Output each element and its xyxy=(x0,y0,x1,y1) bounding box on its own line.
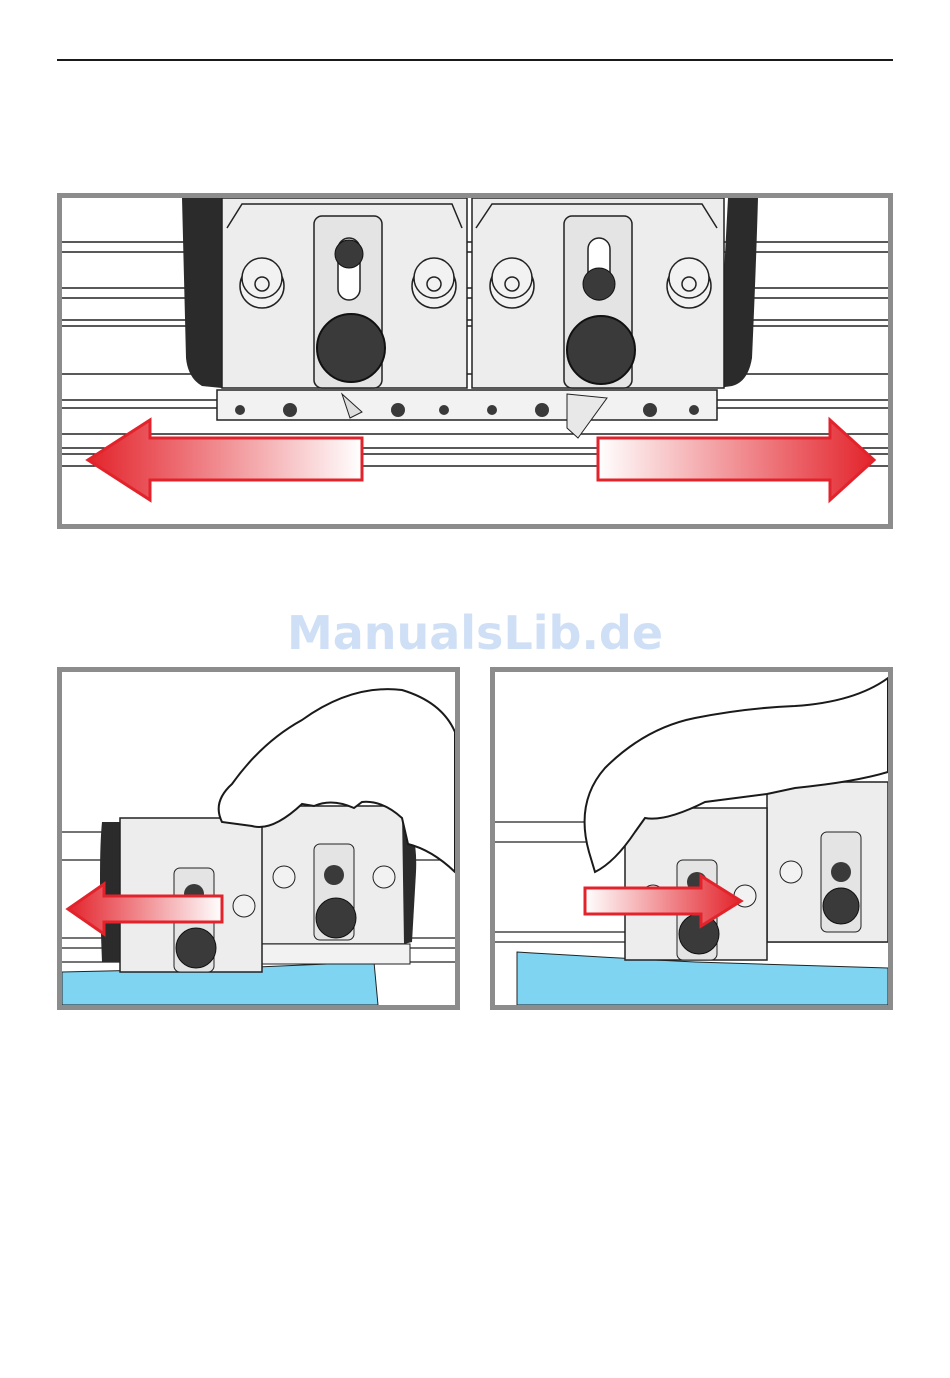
watermark: ManualsLib.de xyxy=(0,606,950,660)
hand-slide-left-illustration xyxy=(62,672,455,1005)
hand-slide-right-illustration xyxy=(495,672,888,1005)
figure-slide-head-left xyxy=(57,667,460,1010)
arrow-right-icon xyxy=(598,420,874,500)
figure-slide-head-right xyxy=(490,667,893,1010)
figure-two-cutting-heads xyxy=(57,193,893,529)
arrow-left-icon xyxy=(88,420,362,500)
left-grip xyxy=(182,198,222,388)
top-rule xyxy=(57,59,893,61)
cutting-heads-illustration xyxy=(62,198,888,524)
